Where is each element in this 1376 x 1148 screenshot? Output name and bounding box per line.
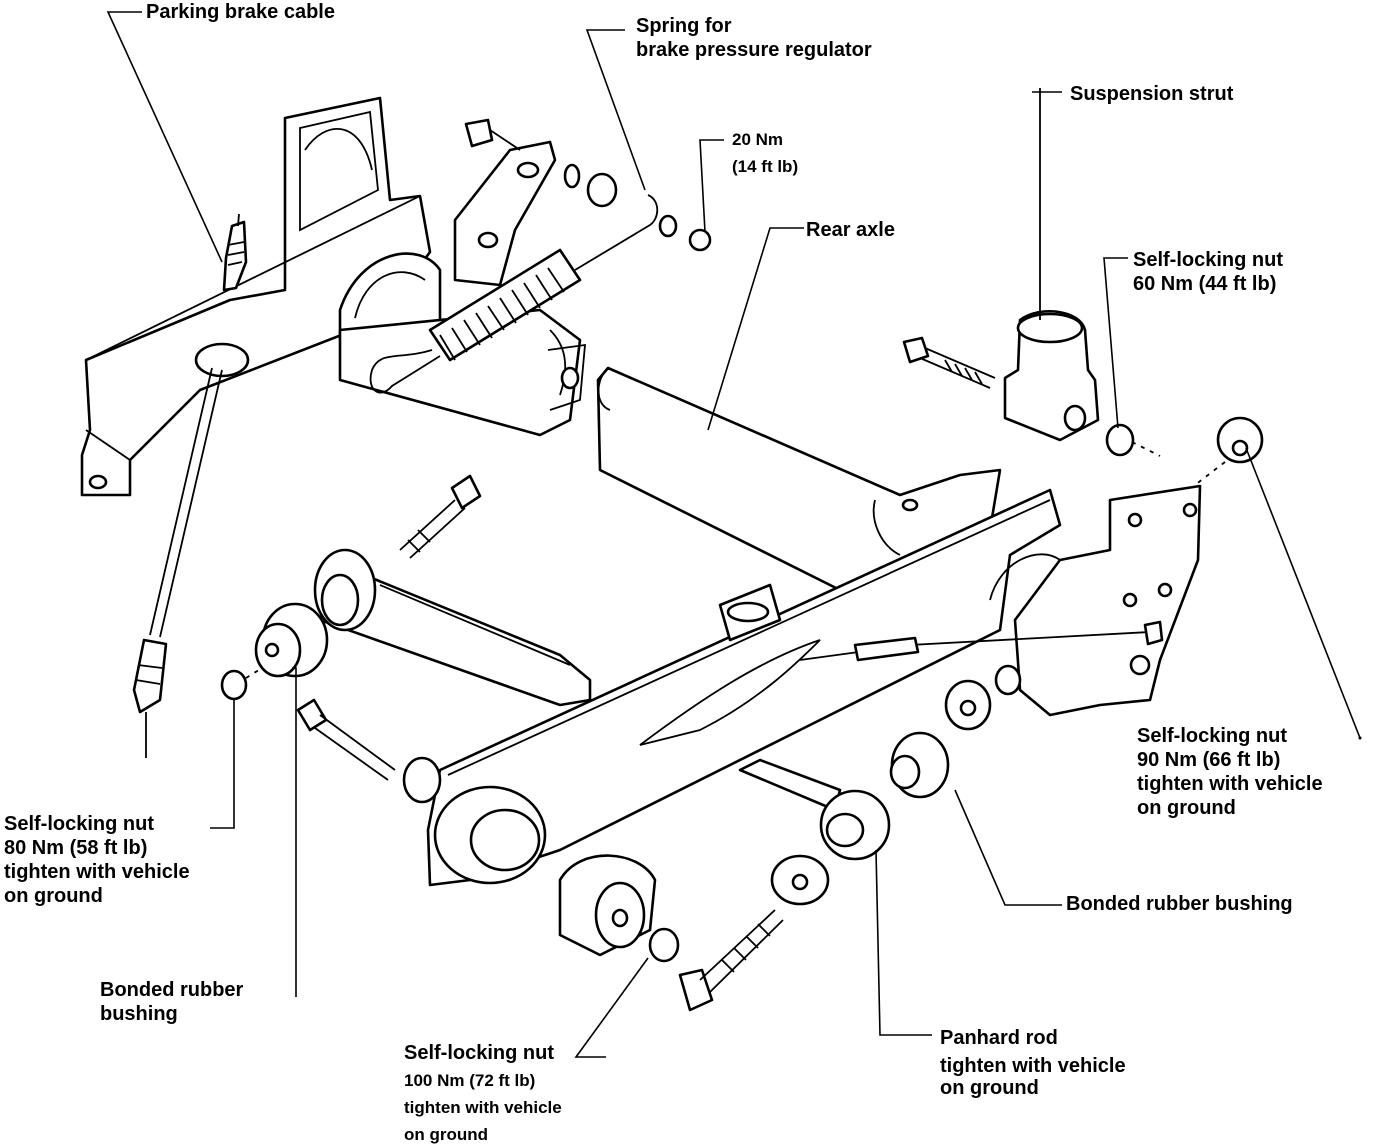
left-bushing [220,602,329,701]
label-torque-20nm: 20 Nm (14 ft lb) [732,130,799,176]
label-bonded-rubber-bushing-left: Bonded rubber bushing [100,979,244,1025]
bottom-bushing-cylinder [558,854,680,963]
label-parking-brake-cable: Parking brake cable [146,1,335,23]
brake-regulator-spring [369,140,659,394]
left-trailing-arm [80,96,582,497]
beam-brake-cable [799,620,1164,662]
label-nut-90nm: Self-locking nut 90 Nm (66 ft lb) tighte… [1137,725,1323,819]
parking-brake-cable-upper [222,213,248,292]
nut-90-right [1194,416,1264,486]
center-bushings [678,679,992,1012]
spring-bolt-assembly [464,118,712,252]
label-rear-axle: Rear axle [806,219,895,241]
label-suspension-strut: Suspension strut [1070,83,1234,105]
label-panhard-rod: Panhard rod tighten with vehicle on grou… [940,1027,1126,1099]
label-spring-brake-regulator: Spring for brake pressure regulator [636,15,872,61]
label-nut-60nm: Self-locking nut 60 Nm (44 ft lb) [1133,249,1283,295]
parking-brake-cable-long [132,342,250,758]
label-nut-80nm: Self-locking nut 80 Nm (58 ft lb) tighte… [4,813,190,907]
label-bonded-rubber-bushing-right: Bonded rubber bushing [1066,893,1293,915]
panhard-rod [296,474,592,781]
axle-beam [426,484,1202,887]
label-nut-100nm: Self-locking nut 100 Nm (72 ft lb) tight… [404,1042,562,1144]
leader-lines [106,11,1361,1058]
small-link-part [718,583,782,642]
suspension-strut [902,88,1161,457]
washer-left [402,756,442,804]
